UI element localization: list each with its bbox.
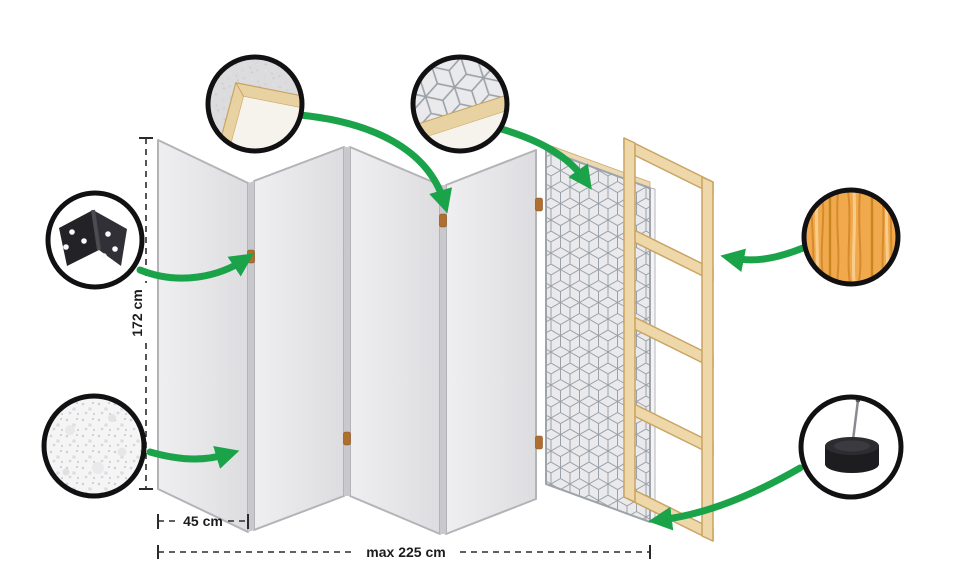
fold-gap-3 (440, 185, 446, 534)
fold-gap-2 (344, 147, 350, 496)
foot-pad-icon (825, 399, 879, 473)
height-label: 172 cm (129, 289, 145, 336)
frame-left-rail (623, 137, 636, 503)
callout-ring (45, 190, 145, 290)
hinge-mark-4 (535, 197, 543, 212)
arrow-wood-to-frame (720, 244, 807, 272)
frame-right-rail (701, 176, 714, 542)
panel-4 (445, 149, 537, 535)
hinge-mark-5 (535, 435, 543, 450)
dimension-panel-width: 45 cm (157, 513, 249, 529)
divider-panels (157, 139, 537, 535)
panel-3 (349, 146, 441, 535)
arrow-corner-to-fold (296, 111, 453, 214)
wooden-frame (623, 137, 714, 542)
callout-ring (41, 393, 147, 499)
panel-2 (253, 146, 345, 531)
max-width-label: max 225 cm (366, 544, 445, 560)
arrow-pattern-to-panel (494, 124, 592, 190)
callout-ring (205, 54, 305, 154)
arrow-hinge-to-fold (136, 253, 254, 282)
fabric-texture-icon (46, 398, 142, 494)
callout-hinge (45, 190, 145, 290)
arrow-fabric-to-panel (146, 446, 240, 469)
dimension-max-width: max 225 cm (157, 544, 651, 560)
callout-fabric (41, 393, 147, 499)
wood-grain-icon (806, 192, 896, 282)
fold-gap-1 (248, 181, 254, 532)
callout-wood (801, 187, 901, 287)
callout-ring (801, 187, 901, 287)
panel-width-label: 45 cm (183, 513, 223, 529)
panel-1 (157, 139, 249, 533)
hinge-icon (59, 209, 127, 266)
callout-ring (410, 54, 510, 154)
dimension-height: 172 cm (129, 137, 153, 490)
hinge-mark-1 (247, 249, 255, 264)
callout-ring (798, 394, 904, 500)
callout-arrows (136, 111, 807, 531)
callout-foot (798, 394, 904, 500)
hinge-mark-2 (343, 431, 351, 446)
hinge-mark-3 (439, 213, 447, 228)
patterned-panel (545, 143, 656, 524)
arrow-foot-to-base (648, 464, 804, 531)
